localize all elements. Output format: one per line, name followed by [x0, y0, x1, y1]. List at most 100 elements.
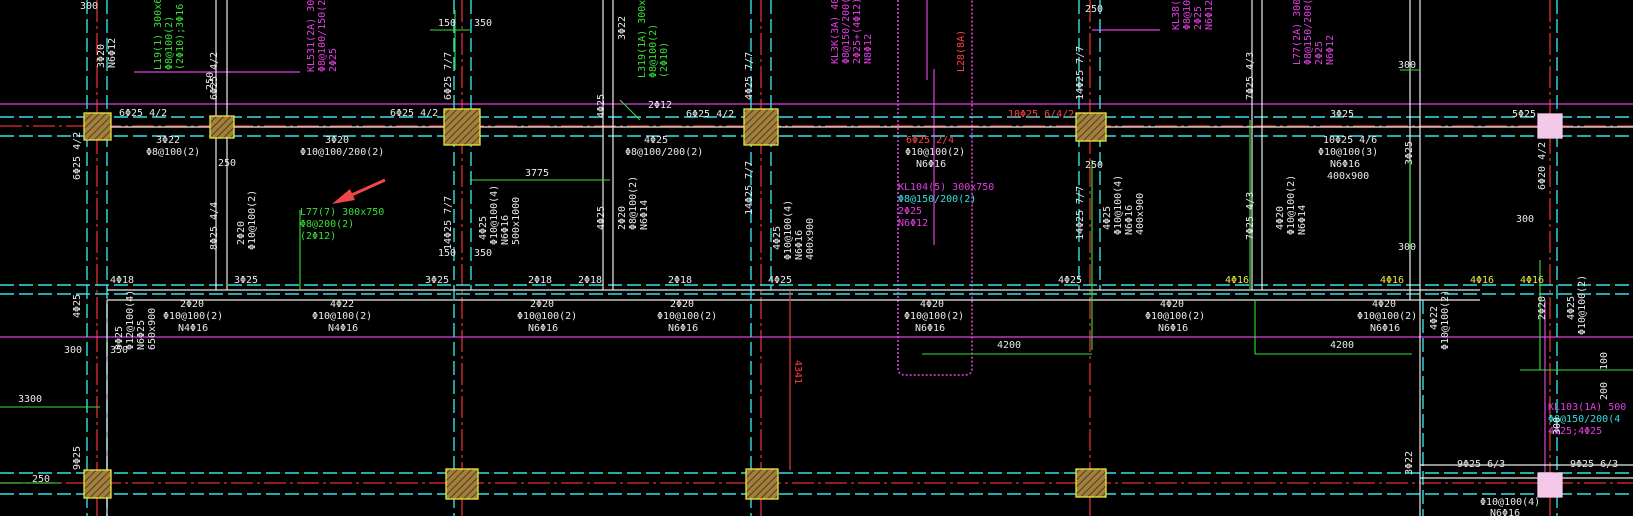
label-dim4200b: 4200 — [1330, 340, 1354, 351]
label-v4phi22s: Φ10@100(2) — [1440, 290, 1451, 350]
label-kl38d: N6Φ12 — [1204, 0, 1215, 30]
label-kl531c: 2Φ25 — [328, 48, 339, 72]
columns — [83, 108, 1563, 500]
label-v6phi20: 6Φ20 4/2 — [1537, 142, 1548, 190]
label-300r3: 300 — [1398, 242, 1416, 253]
label-kl3kd: N8Φ12 — [863, 34, 874, 64]
label-l77t: (2Φ12) — [300, 231, 336, 242]
label-vl-d: 650x900 — [147, 308, 158, 350]
label-mid-2phi18c: 2Φ18 — [668, 275, 692, 286]
label-col-b: 14Φ25 7/7 — [443, 196, 454, 250]
label-kl531: KL531(2A) 300x750 — [306, 0, 317, 72]
label-lo-n6phi16d: N6Φ16 — [1158, 323, 1188, 334]
label-350: 350 — [474, 18, 492, 29]
label-v4phi25rs: Φ10@100(2) — [1577, 275, 1588, 335]
label-row1-a: 6Φ25 4/2 — [119, 108, 167, 119]
label-mid-4phi16c: 4Φ16 — [1470, 275, 1494, 286]
label-kl38c: 2Φ25 — [1193, 6, 1204, 30]
label-mid-3phi25a: 3Φ25 — [234, 275, 258, 286]
label-300r: 300 — [1398, 60, 1416, 71]
label-250l: 250 — [32, 474, 50, 485]
label-top-300: 300 — [80, 1, 98, 12]
label-l28: L28(8A) — [956, 30, 967, 72]
label-row1-d: 6Φ25 4/2 — [686, 109, 734, 120]
label-v-phi8: 6Φ25 4/2 — [209, 52, 220, 100]
label-l77bc: 2Φ25 — [1314, 41, 1325, 65]
label-l77: L77(7) 300x750 — [300, 207, 384, 218]
label-mid-2phi18a: 2Φ18 — [528, 275, 552, 286]
label-lo-4phi20bs: Φ10@100(2) — [1145, 311, 1205, 322]
magenta-lines — [0, 0, 1633, 490]
label-250b: 250 — [1085, 4, 1103, 15]
label-b4phi25s: Φ8@100/200(2) — [625, 147, 703, 158]
label-col-d4: N6Φ16 — [794, 230, 805, 260]
column — [209, 115, 235, 139]
label-kl38: KL38(1) — [1171, 0, 1182, 30]
label-l77bb: Φ8@150/200(2 — [1303, 0, 1314, 65]
label-lo-4phi20c: 4Φ20 — [1372, 299, 1396, 310]
label-lo-n6phi16e: N6Φ16 — [1370, 323, 1400, 334]
label-lo-4phi22s: Φ10@100(2) — [312, 311, 372, 322]
label-left-vert: 6Φ25 4/2 — [72, 132, 83, 180]
label-col-e3: Φ10@100(4) — [1113, 175, 1124, 235]
label-kl104: KL104(5) 300x750 — [898, 182, 994, 193]
label-vl-b: Φ12@100(4) — [125, 290, 136, 350]
column — [443, 108, 481, 146]
label-row1-red: 10Φ25 6/4/2 — [1008, 109, 1074, 120]
label-col-f3: Φ10@100(2) — [1286, 175, 1297, 235]
label-col-d3: Φ10@100(4) — [783, 200, 794, 260]
label-r10u: 400x900 — [1327, 171, 1369, 182]
label-b3phi20s: Φ10@100/200(2) — [300, 147, 384, 158]
label-left-9phi25: 9Φ25 — [72, 446, 83, 470]
label-3phi22-top: 3Φ22 — [617, 16, 628, 40]
label-d350b: 350 — [474, 248, 492, 259]
label-mid-3phi25b: 3Φ25 — [425, 275, 449, 286]
label-col-a2: 2Φ20 — [236, 221, 247, 245]
label-col-e2: 4Φ25 — [1102, 206, 1113, 230]
label-d150b: 150 — [438, 248, 456, 259]
column-pink — [1537, 113, 1563, 139]
label-lo-n6phi16: N6Φ16 — [528, 323, 558, 334]
label-r10t: N6Φ16 — [1330, 159, 1360, 170]
label-kl104d: N6Φ12 — [898, 218, 928, 229]
column-pink — [1537, 472, 1563, 498]
label-dim3775: 3775 — [525, 168, 549, 179]
label-v3phi22: 3Φ22 — [1404, 451, 1415, 475]
label-kl3kb: Φ8@150/200(3 — [841, 0, 852, 64]
label-kl104b: Φ8@150/200(2) — [898, 194, 976, 205]
label-300l: 300 — [64, 345, 82, 356]
column — [1075, 468, 1107, 498]
label-col-b2: 4Φ25 — [478, 216, 489, 240]
label-d200: 200 — [1599, 382, 1610, 400]
label-n6phi12: N6Φ12 — [107, 38, 118, 68]
label-n4phi25: 4Φ25 — [596, 94, 607, 118]
label-l319c: (2Φ10) — [659, 42, 670, 78]
label-lo-2phi20bs: Φ10@100(2) — [517, 311, 577, 322]
label-v4phi25r: 4Φ25 — [1566, 296, 1577, 320]
label-kl104c: 2Φ25 — [898, 206, 922, 217]
label-mid-4phi25: 4Φ25 — [768, 275, 792, 286]
label-l19: L19(1) 300x600 — [153, 0, 164, 70]
label-lo-4phi20cs: Φ10@100(2) — [1357, 311, 1417, 322]
label-row1-e: 4Φ25 7/7 — [744, 52, 755, 100]
label-v3phi25: 3Φ25 — [1404, 141, 1415, 165]
label-d100: 100 — [1599, 352, 1610, 370]
label-kl3k: KL3K(3A) 400 — [830, 0, 841, 64]
label-col-a3: Φ10@100(2) — [247, 190, 258, 250]
label-dim4200a: 4200 — [997, 340, 1021, 351]
column — [743, 108, 779, 146]
label-col-e: 14Φ25 7/7 — [1075, 186, 1086, 240]
annotations: 300 L19(1) 300x600 Φ8@100(2) (2Φ10);3Φ16… — [18, 0, 1626, 516]
label-150: 150 — [438, 18, 456, 29]
label-row1-i: 5Φ25 — [1512, 109, 1536, 120]
label-left-4phi25: 4Φ25 — [72, 294, 83, 318]
label-kl3kc: 2Φ25+(4Φ12) — [852, 0, 863, 64]
label-lo-2phi20c: 2Φ20 — [670, 299, 694, 310]
label-col-b3: Φ10@100(4) — [489, 185, 500, 245]
label-r10: 10Φ25 4/6 — [1323, 135, 1377, 146]
label-row1-g: 7Φ25 4/3 — [1245, 52, 1256, 100]
label-b3phi22s: Φ8@100(2) — [146, 147, 200, 158]
label-r300lo: 300 — [1552, 417, 1563, 435]
